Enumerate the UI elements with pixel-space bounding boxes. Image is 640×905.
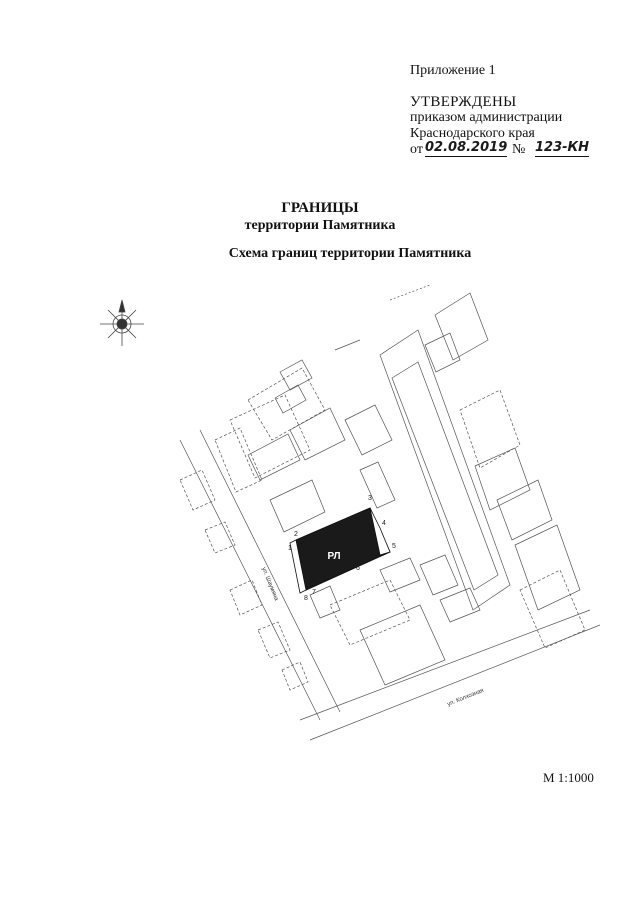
appendix-label: Приложение 1 [410,63,496,78]
north-arrow-icon [100,299,144,346]
point-6: 6 [356,565,360,572]
point-7: 7 [312,589,316,596]
point-3: 3 [368,495,372,502]
order-line: от 02.08.2019 № 123-КН [410,140,590,160]
order-number-sign: № [512,142,526,157]
order-prefix: от [410,142,423,157]
point-1: 1 [288,545,292,552]
document-heading: ГРАНИЦЫ [281,200,359,216]
approved-by-line: приказом администрации [410,110,563,125]
boundary-points: 1 2 3 4 5 6 7 8 [288,495,396,602]
order-date: 02.08.2019 [425,140,508,157]
map-lines [179,284,601,741]
approved-title: УТВЕРЖДЕНЫ [410,94,517,110]
order-number: 123-КН [535,140,590,157]
map-scale: М 1:1000 [543,770,594,785]
monument-label: РЛ [327,551,340,562]
approved-region-line: Краснодарского края [410,126,535,141]
point-2: 2 [294,531,298,538]
street-label-bottom: ул. Колхозная [447,688,485,708]
scheme-title: Схема границ территории Памятника [228,246,472,261]
point-8: 8 [304,595,308,602]
approval-block: УТВЕРЖДЕНЫ приказом администрации Красно… [410,94,590,160]
point-4: 4 [382,520,386,527]
point-5: 5 [392,543,396,550]
document-subheading: территории Памятника [244,218,396,233]
monument-territory: РЛ [289,507,391,594]
